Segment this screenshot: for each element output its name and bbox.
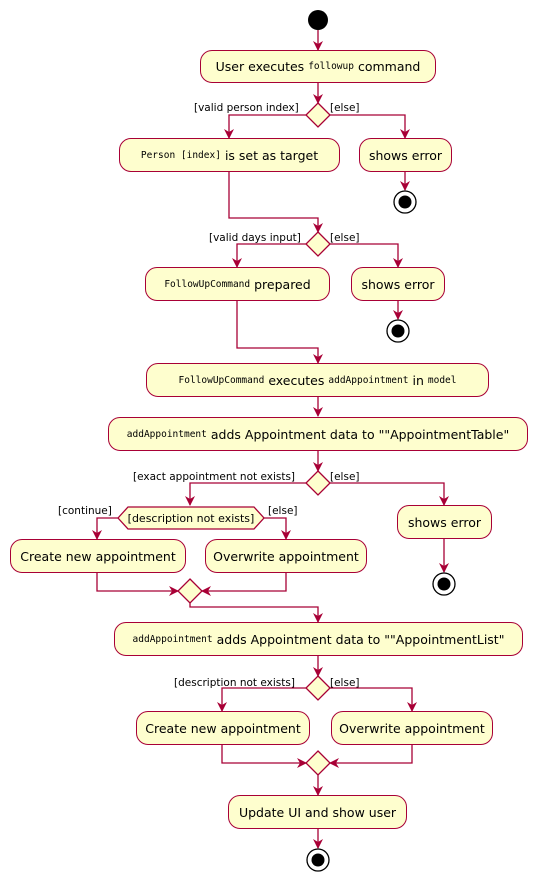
stop-node-3 bbox=[432, 572, 456, 596]
activity-text: shows error bbox=[368, 147, 443, 163]
code-model: model bbox=[427, 374, 457, 386]
edge-d4-overwrite1 bbox=[264, 517, 291, 540]
edge-create2-merge2 bbox=[221, 745, 307, 768]
edge-prepared-executes bbox=[236, 301, 323, 364]
start-node bbox=[308, 10, 328, 30]
activity-create-new-appointment-2: Create new appointment bbox=[136, 711, 310, 745]
code-person-index: Person [index] bbox=[140, 149, 221, 161]
activity-text: adds Appointment data to ""AppointmentTa… bbox=[210, 426, 510, 442]
code-followupcommand: FollowUpCommand bbox=[178, 374, 265, 386]
edge-d4-create1 bbox=[92, 517, 118, 540]
stop-node-2 bbox=[386, 319, 410, 343]
decision-label-description: [description not exists] bbox=[127, 511, 255, 525]
code-followupcommand: FollowUpCommand bbox=[164, 278, 251, 290]
edge-merge1-list bbox=[189, 603, 323, 623]
edge-target-d2 bbox=[228, 172, 323, 233]
activity-update-ui: Update UI and show user bbox=[228, 795, 407, 829]
activity-shows-error-3: shows error bbox=[397, 505, 492, 539]
activity-text: shows error bbox=[407, 514, 482, 530]
guard-continue: [continue] bbox=[58, 505, 112, 517]
activity-overwrite-appointment-1: Overwrite appointment bbox=[205, 539, 367, 573]
guard-else-3: [else] bbox=[330, 471, 360, 483]
activity-text: Overwrite appointment bbox=[339, 720, 485, 736]
activity-text: executes bbox=[268, 372, 325, 388]
activity-text: Create new appointment bbox=[145, 720, 301, 736]
activity-text: Overwrite appointment bbox=[213, 548, 359, 564]
merge-diamond-2 bbox=[305, 750, 331, 776]
guard-else-5: [else] bbox=[330, 677, 360, 689]
activity-text: shows error bbox=[361, 276, 435, 292]
guard-description-not-exists: [description not exists] bbox=[174, 677, 295, 689]
activity-create-new-appointment-1: Create new appointment bbox=[10, 539, 186, 573]
edge-d2-error2 bbox=[330, 243, 403, 268]
edge-d1-target bbox=[224, 114, 306, 139]
stop-node-1 bbox=[393, 190, 417, 214]
activity-text: prepared bbox=[254, 276, 311, 292]
decision-diamond-person bbox=[305, 102, 331, 128]
decision-diamond-description bbox=[305, 675, 331, 701]
activity-text: is set as target bbox=[224, 147, 319, 163]
code-addappointment: addAppointment bbox=[126, 428, 207, 440]
edge-d1-error1 bbox=[330, 114, 410, 139]
edge-overwrite2-merge2 bbox=[329, 745, 413, 768]
activity-text: command bbox=[357, 59, 421, 74]
activity-text: adds Appointment data to ""AppointmentLi… bbox=[216, 631, 505, 647]
guard-valid-person-index: [valid person index] bbox=[194, 102, 299, 114]
edge-overwrite1-merge1 bbox=[201, 573, 287, 596]
code-followup: followup bbox=[308, 61, 354, 72]
activity-text: Update UI and show user bbox=[238, 804, 397, 820]
guard-exact-appointment-not-exists: [exact appointment not exists] bbox=[133, 471, 296, 483]
decision-diamond-exact bbox=[305, 470, 331, 496]
end-node bbox=[306, 848, 330, 872]
activity-text: in bbox=[412, 372, 424, 388]
edge-d5-create2 bbox=[217, 687, 306, 712]
activity-shows-error-2: shows error bbox=[351, 267, 445, 301]
edge-d3-error3 bbox=[330, 482, 449, 506]
guard-else-4: [else] bbox=[268, 505, 298, 517]
activity-overwrite-appointment-2: Overwrite appointment bbox=[331, 711, 493, 745]
edge-d5-overwrite2 bbox=[330, 687, 417, 712]
guard-valid-days-input: [valid days input] bbox=[209, 232, 301, 244]
edge-d3-d4 bbox=[185, 482, 306, 506]
decision-diamond-days bbox=[305, 231, 331, 257]
activity-shows-error-1: shows error bbox=[359, 138, 452, 172]
edge-create1-merge1 bbox=[96, 573, 179, 596]
guard-else-1: [else] bbox=[330, 102, 360, 114]
merge-diamond-1 bbox=[177, 578, 203, 604]
code-addappointment: addAppointment bbox=[132, 633, 213, 645]
edge-d2-prepared bbox=[232, 243, 306, 268]
guard-else-2: [else] bbox=[330, 232, 360, 244]
activity-person-index-target: Person [index]is set as target bbox=[119, 138, 340, 172]
activity-text: Create new appointment bbox=[20, 548, 176, 564]
code-addappointment: addAppointment bbox=[328, 374, 409, 386]
activity-text: User executes bbox=[215, 59, 305, 74]
